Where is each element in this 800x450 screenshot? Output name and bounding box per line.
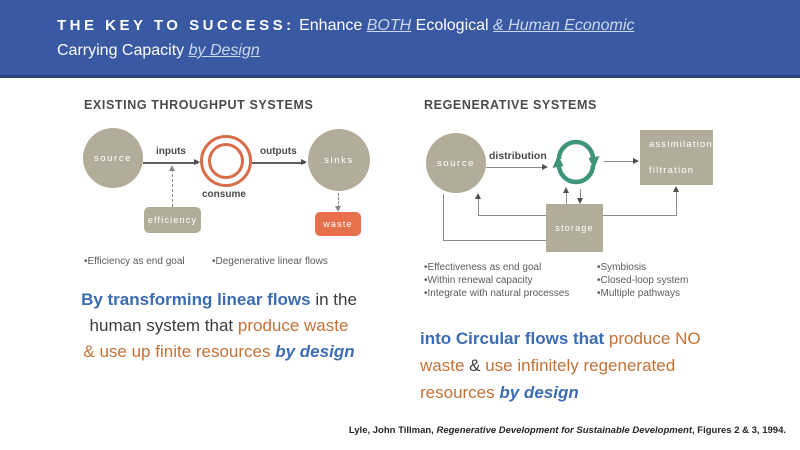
left-text-dark-2: human system that <box>89 316 238 335</box>
right-text-blue-1: into Circular flows that <box>420 329 605 348</box>
left-bullet-2: Degenerative linear flows <box>212 256 328 267</box>
right-text-orange-4: resources <box>420 383 500 402</box>
citation-figures: , Figures 2 & 3, 1994. <box>692 425 786 436</box>
inputs-label: inputs <box>156 146 186 157</box>
cycle-storage-line-up <box>566 190 567 204</box>
waste-node: waste <box>315 212 361 236</box>
left-bullet-1: Efficiency as end goal <box>84 256 185 267</box>
inputs-arrowhead <box>194 159 200 165</box>
citation-authors: Lyle, John Tillman, <box>348 425 437 436</box>
sinks-node: sinks <box>308 129 370 191</box>
consume-label: consume <box>202 189 246 200</box>
assimilation-label: assimilation <box>649 139 714 150</box>
storage-to-filtration-arrowhead <box>673 186 679 192</box>
header-human-economic: & Human Economic <box>493 17 635 34</box>
right-bullet-1: Effectiveness as end goal <box>424 262 542 273</box>
right-paragraph-line-1: into Circular flows that produce NO <box>420 325 772 352</box>
cycle-storage-arrowhead-up <box>563 187 569 193</box>
right-bullet-3: Integrate with natural processes <box>424 288 570 299</box>
waste-arrowhead <box>335 206 341 212</box>
right-text-orange-3: use infinitely regenerated <box>485 356 676 375</box>
right-bullet-6: Multiple pathways <box>597 288 680 299</box>
left-paragraph-line-2: human system that produce waste <box>58 313 380 339</box>
outputs-arrow-line <box>252 162 305 164</box>
header-by-design: by Design <box>188 42 260 59</box>
waste-dashed-line <box>338 193 339 208</box>
source-to-storage-vline <box>443 194 444 240</box>
right-diagram-title: REGENERATIVE SYSTEMS <box>424 98 597 112</box>
right-bullet-4: Symbiosis <box>597 262 647 273</box>
left-text-dark-1: in the <box>310 290 357 309</box>
storage-to-filtration-vline <box>676 190 677 216</box>
storage-to-source-hline <box>478 215 546 216</box>
outputs-label: outputs <box>260 146 297 157</box>
left-text-blue-italic: by design <box>275 342 355 361</box>
left-text-orange-2: & use up finite resources <box>83 342 276 361</box>
header-enhance: Enhance <box>299 17 363 34</box>
cycle-to-assimilation-arrowhead <box>633 158 639 164</box>
outputs-arrowhead <box>301 159 307 165</box>
right-paragraph: into Circular flows that produce NO wast… <box>420 325 772 406</box>
right-text-blue-italic: by design <box>499 383 579 402</box>
right-text-orange-2: waste <box>420 356 465 375</box>
distribution-arrow-line <box>486 167 546 168</box>
right-paragraph-line-2: waste & use infinitely regenerated <box>420 352 772 379</box>
left-paragraph-line-1: By transforming linear flows in the <box>58 287 380 313</box>
header-kicker: THE KEY TO SUCCESS: <box>57 17 295 34</box>
source-to-storage-hline <box>443 240 546 241</box>
left-paragraph: By transforming linear flows in the huma… <box>58 287 380 365</box>
source-node-right: source <box>426 133 486 193</box>
storage-node: storage <box>546 204 603 252</box>
header-line-2: Carrying Capacity by Design <box>57 38 760 63</box>
consume-loop-outer-ring-icon <box>200 135 252 187</box>
distribution-label: distribution <box>489 150 547 162</box>
cycle-storage-line-down <box>580 189 581 199</box>
efficiency-node: efficiency <box>144 207 201 233</box>
right-bullet-5: Closed-loop system <box>597 275 689 286</box>
source-node-left: source <box>83 128 143 188</box>
citation: Lyle, John Tillman, Regenerative Develop… <box>349 425 786 436</box>
filtration-label: filtration <box>649 165 695 176</box>
header-line-1: THE KEY TO SUCCESS: Enhance BOTH Ecologi… <box>57 13 760 38</box>
cycle-storage-arrowhead-down <box>577 198 583 204</box>
storage-to-filtration-hline <box>603 215 677 216</box>
citation-title: Regenerative Development for Sustainable… <box>436 425 692 436</box>
inputs-arrow-line <box>143 162 198 164</box>
right-bullet-2: Within renewal capacity <box>424 275 533 286</box>
right-text-orange-1: produce NO <box>604 329 701 348</box>
cycle-arrows-icon <box>552 139 600 185</box>
left-diagram-title: EXISTING THROUGHPUT SYSTEMS <box>84 98 314 112</box>
header-ecological: Ecological <box>415 17 489 34</box>
header-banner: THE KEY TO SUCCESS: Enhance BOTH Ecologi… <box>0 0 800 78</box>
efficiency-arrowhead <box>169 165 175 171</box>
distribution-arrowhead <box>542 164 548 170</box>
storage-to-source-arrowhead <box>475 193 481 199</box>
header-both: BOTH <box>366 17 412 34</box>
assimilation-filtration-node: assimilation filtration <box>640 130 713 185</box>
consume-loop-inner-ring-icon <box>208 143 244 179</box>
left-text-blue-1: By transforming linear flows <box>81 290 311 309</box>
storage-to-source-vline <box>478 198 479 216</box>
efficiency-dashed-line <box>172 169 173 207</box>
right-text-dark-1: & <box>464 356 486 375</box>
right-paragraph-line-3: resources by design <box>420 379 772 406</box>
left-text-orange-1: produce waste <box>237 316 349 335</box>
header-carrying: Carrying Capacity <box>57 42 185 59</box>
cycle-to-assimilation-line <box>604 161 637 162</box>
left-paragraph-line-3: & use up finite resources by design <box>58 339 380 365</box>
